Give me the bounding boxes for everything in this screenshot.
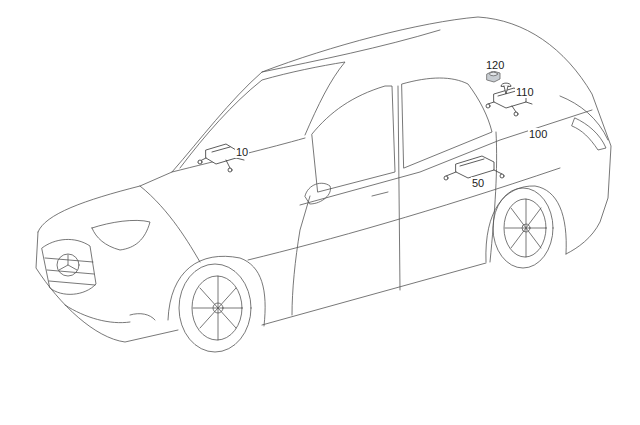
mirror <box>305 183 330 204</box>
rear-arch <box>486 186 566 262</box>
front-side-window <box>312 86 395 192</box>
grille <box>42 239 96 294</box>
callout-number: 50 <box>471 177 485 189</box>
callout-number: 120 <box>485 59 505 71</box>
rim-spokes <box>193 276 242 340</box>
sill <box>262 263 486 325</box>
callout-number: 110 <box>515 86 535 98</box>
rear-side-window <box>402 78 492 168</box>
callout-number: 100 <box>528 128 548 140</box>
rim-spokes <box>505 199 546 257</box>
door-line <box>490 132 497 262</box>
callout-number: 10 <box>235 146 249 158</box>
grille-bar <box>45 258 95 285</box>
windshield <box>180 62 345 168</box>
door-handle <box>372 192 388 196</box>
front-rim <box>192 276 242 340</box>
hood-line <box>172 138 305 172</box>
front-bumper <box>36 232 178 342</box>
character-line <box>248 168 560 260</box>
headlight <box>92 220 150 250</box>
nut <box>487 71 500 82</box>
door-line <box>398 86 400 290</box>
rear-light <box>572 118 606 150</box>
air-intake <box>65 305 130 323</box>
fog-light <box>130 314 155 320</box>
front-arch <box>168 256 265 326</box>
door-line <box>292 196 310 315</box>
star-emblem <box>59 255 77 270</box>
body-outline <box>38 17 611 254</box>
belt-line <box>300 110 592 205</box>
screw <box>501 83 511 94</box>
star-emblem <box>57 254 79 276</box>
roof-line <box>262 30 440 72</box>
rear-rim <box>504 199 546 257</box>
front-wheel <box>179 264 251 352</box>
